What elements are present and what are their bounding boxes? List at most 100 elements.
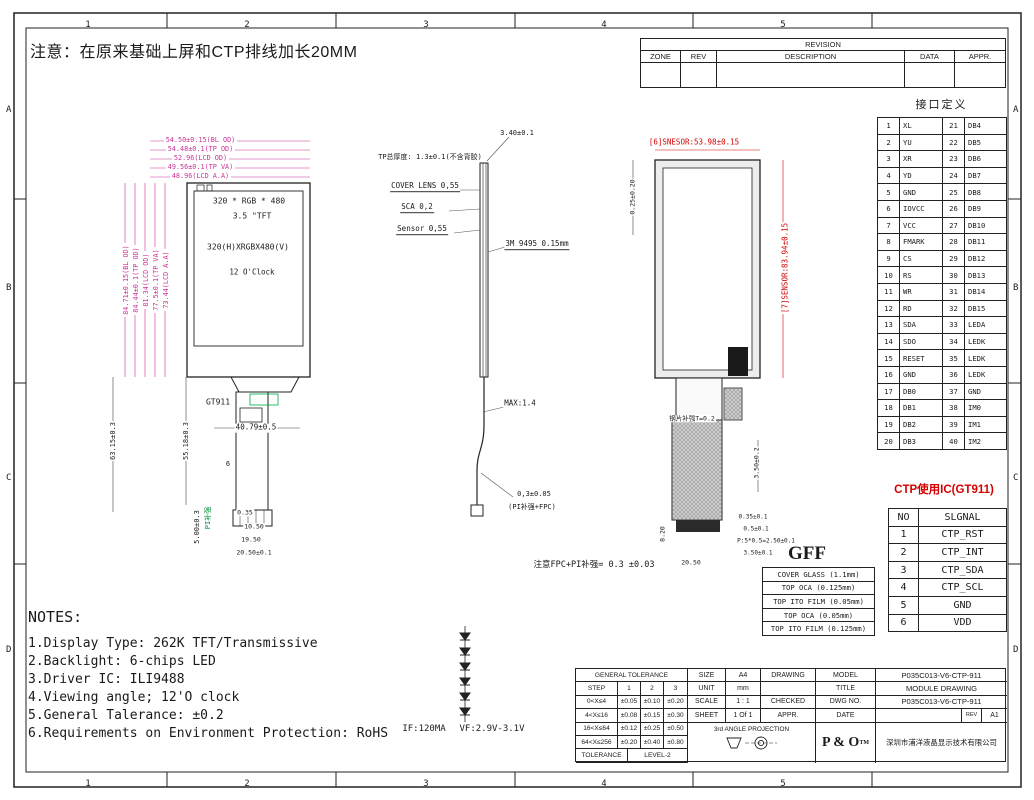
tolerance-step: 0<X≤4 bbox=[576, 695, 618, 710]
checked-label: CHECKED bbox=[761, 695, 816, 710]
projection-area: 3rd ANGLE PROJECTION bbox=[688, 722, 816, 763]
pin-name: FMARK bbox=[899, 233, 943, 251]
pin-name: DB0 bbox=[899, 382, 943, 401]
fpc-pi-note: 注意FPC+PI补强= 0.3 ±0.03 bbox=[532, 560, 656, 571]
note-item: 3.Driver IC: ILI9488 bbox=[28, 672, 185, 687]
tolerance-title: GENERAL TOLERANCE bbox=[576, 669, 688, 683]
gff-layer: TOP ITO FILM (0.05mm) bbox=[762, 594, 875, 609]
dimension-label: 19.50 bbox=[240, 535, 262, 544]
front-view-outline bbox=[186, 182, 311, 527]
sensor-height-dimension: [7]SENSOR:83.94±0.15 bbox=[780, 221, 791, 315]
dimension-text: 48.96(LCD A.A) bbox=[169, 172, 232, 180]
pin-name: DB10 bbox=[964, 216, 1007, 235]
title-block: GENERAL TOLERANCE STEP 1 2 3 0<X≤4 ±0.05… bbox=[575, 668, 1007, 763]
signal-col-no: NO bbox=[888, 508, 919, 527]
dimension-text: 52.96(LCD OD) bbox=[171, 154, 230, 162]
pin-number: 9 bbox=[877, 249, 900, 268]
model-value: P035C013-V6-CTP-911 bbox=[876, 669, 1007, 683]
pin-name: VCC bbox=[899, 216, 943, 235]
interface-row: 11 WR 31 DB14 bbox=[877, 282, 1007, 301]
pin-name: IM1 bbox=[964, 415, 1007, 434]
pin-name: WR bbox=[899, 282, 943, 301]
rev-label: REV bbox=[962, 709, 982, 723]
trademark-symbol: TM bbox=[859, 739, 869, 746]
signal-row: 5 GND bbox=[888, 595, 1007, 615]
pin-number: 40 bbox=[942, 432, 965, 450]
pin-number: 30 bbox=[942, 266, 965, 284]
pin-number: 29 bbox=[942, 249, 965, 268]
title-label: TITLE bbox=[816, 682, 876, 696]
dwg-no-value: P035C013-V6-CTP-911 bbox=[876, 696, 1007, 710]
sheet-value: 1 Of 1 bbox=[726, 709, 761, 723]
rev-value: A1 bbox=[982, 709, 1007, 723]
oca-label: SCA 0,2 bbox=[400, 202, 434, 213]
signal-row: 6 VDD bbox=[888, 613, 1007, 633]
dimension-label: 48.96(LCD A.A) bbox=[128, 172, 273, 181]
dimension-label: 84.44±0.1(TP OD) bbox=[131, 180, 141, 380]
design-cell bbox=[761, 682, 816, 696]
revision-col-appr: APPR. bbox=[955, 51, 1005, 63]
dimension-label: 8.20 bbox=[658, 525, 667, 543]
row-marker: C bbox=[6, 473, 12, 483]
pin-name: DB11 bbox=[964, 233, 1007, 251]
top-revision-note: 注意：在原来基础上屏和CTP排线加长20MM bbox=[30, 44, 358, 61]
dimension-label: 0,3±0.05 bbox=[516, 489, 552, 499]
interface-row: 3 XR 23 DB6 bbox=[877, 150, 1007, 168]
pin-name: DB3 bbox=[899, 432, 943, 450]
note-item: 4.Viewing angle; 12'O clock bbox=[28, 690, 240, 705]
dimension-label: 73.44(LCD A.A) bbox=[161, 180, 171, 380]
signal-row: 2 CTP_INT bbox=[888, 543, 1007, 562]
dimension-text: 81.34(LCD OD) bbox=[142, 251, 150, 309]
company-name: 深圳市浦洋液晶显示技术有限公司 bbox=[886, 738, 997, 748]
tolerance-footer-value: LEVEL-2 bbox=[628, 749, 688, 763]
note-item: 1.Display Type: 262K TFT/Transmissive bbox=[28, 636, 318, 651]
tolerance-value: ±0.50 bbox=[664, 722, 688, 736]
interface-row: 2 YU 22 DB5 bbox=[877, 133, 1007, 152]
screen-spec-line: 3.5 "TFT bbox=[232, 211, 272, 221]
gff-layer: TOP OCA (0.05mm) bbox=[762, 607, 875, 623]
dimension-label: 3.50±0.1 bbox=[742, 549, 774, 558]
interface-row: 8 FMARK 28 DB11 bbox=[877, 233, 1007, 251]
tolerance-col: 2 bbox=[641, 682, 664, 696]
tolerance-value: ±0.05 bbox=[618, 695, 641, 710]
tolerance-value: ±0.25 bbox=[641, 722, 664, 736]
revision-col-rev: REV bbox=[681, 51, 717, 63]
notes-title: NOTES: bbox=[28, 608, 83, 626]
signal-name: GND bbox=[918, 595, 1007, 615]
pin-name: GND bbox=[964, 382, 1007, 401]
revision-col-zone: ZONE bbox=[641, 51, 681, 63]
column-marker: 5 bbox=[780, 779, 786, 789]
revision-empty-cell bbox=[717, 63, 905, 88]
interface-row: 16 GND 36 LEDK bbox=[877, 365, 1007, 384]
interface-row: 1 XL 21 DB4 bbox=[877, 117, 1007, 135]
column-marker: 4 bbox=[601, 20, 607, 30]
pin-number: 31 bbox=[942, 282, 965, 301]
pin-name: GND bbox=[899, 183, 943, 201]
tolerance-value: ±0.12 bbox=[618, 722, 641, 736]
ctp-signal-table: NO SLGNAL 1 CTP_RST 2 CTP_INT 3 CTP_SDA … bbox=[888, 508, 1007, 633]
pin-number: 37 bbox=[942, 382, 965, 401]
pin-number: 21 bbox=[942, 117, 965, 135]
row-marker: D bbox=[6, 645, 12, 655]
interface-row: 18 DB1 38 IM0 bbox=[877, 399, 1007, 417]
signal-col-name: SLGNAL bbox=[918, 508, 1007, 527]
pin-number: 36 bbox=[942, 365, 965, 384]
revision-empty-cell bbox=[641, 63, 681, 88]
pin-number: 15 bbox=[877, 349, 900, 367]
pin-number: 28 bbox=[942, 233, 965, 251]
pin-number: 10 bbox=[877, 266, 900, 284]
pin-number: 4 bbox=[877, 166, 900, 185]
interface-row: 12 RD 32 DB15 bbox=[877, 299, 1007, 318]
tp-thickness-note: TP总厚度: 1.3±0.1(不含背胶) bbox=[377, 152, 483, 162]
column-marker: 1 bbox=[85, 20, 91, 30]
pin-name: DB8 bbox=[964, 183, 1007, 201]
column-marker: 5 bbox=[780, 20, 786, 30]
column-marker: 2 bbox=[244, 779, 250, 789]
dimension-label: 52.96(LCD OD) bbox=[128, 154, 273, 163]
tolerance-row: 4<X≤16 ±0.08 ±0.15 ±0.30 bbox=[576, 709, 688, 723]
gff-layer: COVER GLASS (1.1mm) bbox=[762, 567, 875, 582]
pin-number: 11 bbox=[877, 282, 900, 301]
